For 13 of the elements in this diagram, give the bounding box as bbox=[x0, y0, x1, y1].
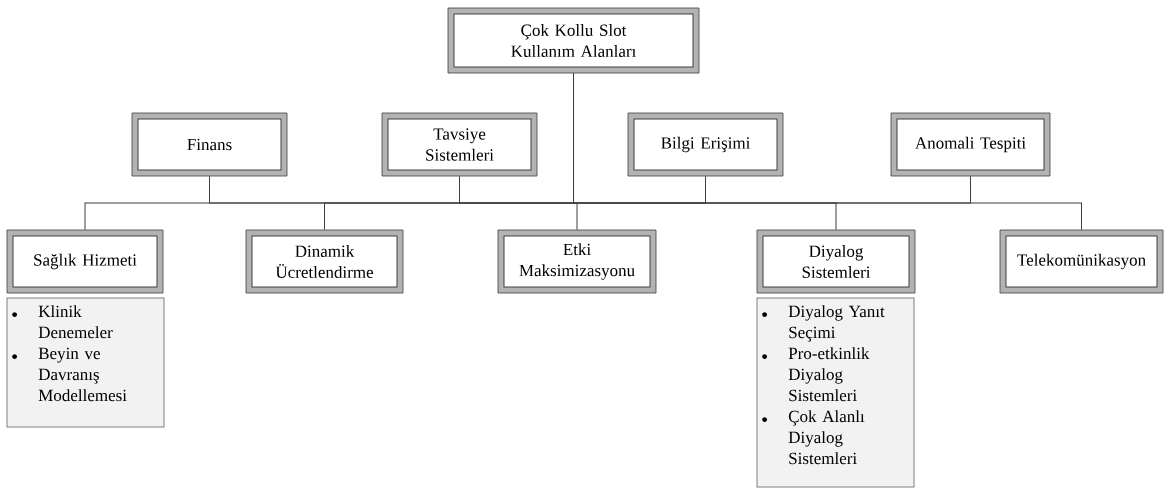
bullet-list-box: Diyalog Yanıt Seçimi Pro-etkinlik Diyalog Sistemleri Çok Alanlı Diyalog Sistemleri bbox=[756, 297, 915, 488]
category-box: Finans bbox=[131, 112, 288, 177]
category-box: Sağlık Hizmeti bbox=[6, 229, 164, 294]
category-box: Etki Maksimizasyonu bbox=[497, 229, 657, 294]
category-box: Çok Kollu Slot Kullanım Alanları bbox=[447, 7, 700, 74]
category-box: Bilgi Erişimi bbox=[627, 112, 784, 177]
category-box: Tavsiye Sistemleri bbox=[381, 112, 538, 177]
category-box: Diyalog Sistemleri bbox=[756, 229, 916, 294]
category-box: Telekomünikasyon bbox=[999, 229, 1164, 294]
category-box: Anomali Tespiti bbox=[890, 112, 1051, 177]
bullet-list-box: Klinik Denemeler Beyin ve Davranış Modellemesi bbox=[6, 297, 165, 428]
category-box: Dinamik Ücretlendirme bbox=[245, 229, 404, 294]
connector-line bbox=[573, 72, 1082, 231]
